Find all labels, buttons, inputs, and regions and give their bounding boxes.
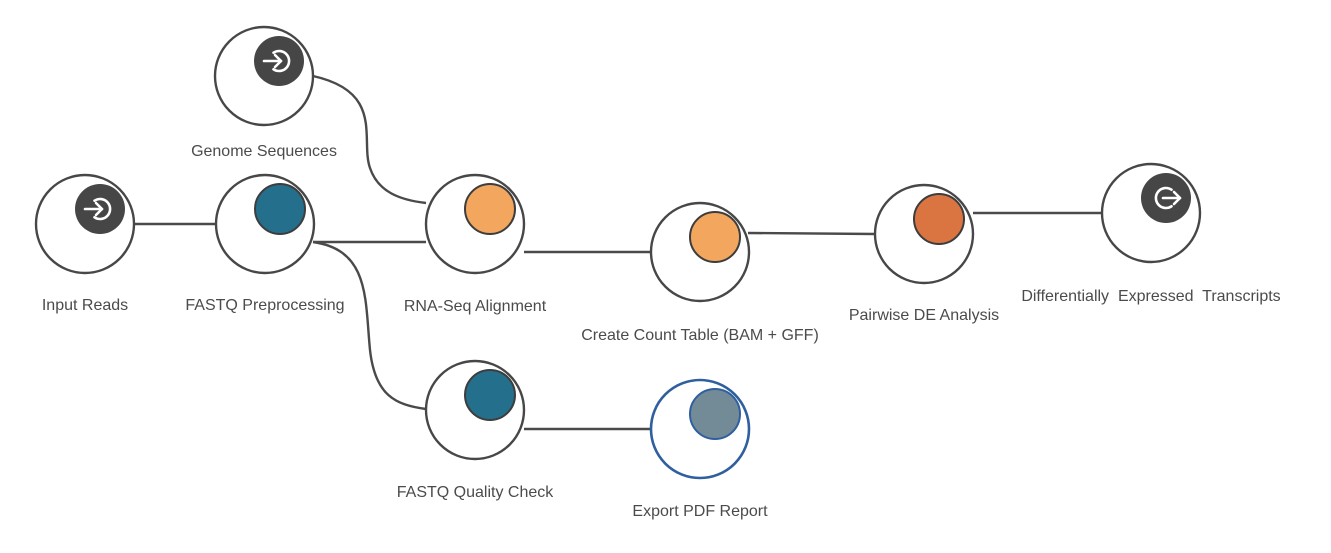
- node-rna-seq-alignment[interactable]: RNA-Seq Alignment: [404, 173, 547, 315]
- node-pairwise-de-analysis[interactable]: Pairwise DE Analysis: [849, 183, 999, 324]
- tool-status-dot: [464, 369, 516, 421]
- node-label: Differentially Expressed Transcripts: [1021, 288, 1280, 305]
- node-label: Export PDF Report: [632, 503, 768, 520]
- tool-status-dot: [689, 388, 741, 440]
- node-label: RNA-Seq Alignment: [404, 298, 547, 315]
- input-arrow-icon: [262, 49, 291, 73]
- tool-status-dot: [689, 211, 741, 263]
- node-export-pdf-report[interactable]: Export PDF Report: [632, 378, 768, 520]
- node-label: Create Count Table (BAM + GFF): [581, 327, 819, 344]
- node-label: FASTQ Quality Check: [397, 484, 554, 501]
- node-label: Pairwise DE Analysis: [849, 307, 999, 324]
- edge-genome-sequences-to-rna-seq-alignment[interactable]: [312, 74, 427, 205]
- node-fastq-quality-check[interactable]: FASTQ Quality Check: [397, 359, 554, 501]
- node-label: Input Reads: [42, 297, 128, 314]
- output-arrow-icon: [1154, 186, 1182, 210]
- node-differentially-expressed-transcripts[interactable]: Differentially Expressed Transcripts: [1021, 162, 1281, 305]
- tool-status-dot: [254, 183, 306, 235]
- tool-status-dot: [913, 193, 965, 245]
- node-fastq-preprocessing[interactable]: FASTQ Preprocessing: [185, 173, 345, 314]
- tool-status-dot: [464, 183, 516, 235]
- nodes-layer: Input Reads FASTQ Preprocessing Genome Seq…: [34, 25, 1281, 520]
- node-genome-sequences[interactable]: Genome Sequences: [191, 25, 337, 160]
- node-label: Genome Sequences: [191, 143, 337, 160]
- node-create-count-table[interactable]: Create Count Table (BAM + GFF): [581, 201, 819, 344]
- node-label: FASTQ Preprocessing: [185, 297, 344, 314]
- edge-create-count-table-to-pairwise-de-analysis[interactable]: [747, 231, 876, 236]
- edge-fastq-preprocessing-to-fastq-quality-check[interactable]: [312, 240, 427, 411]
- node-input-reads[interactable]: Input Reads: [34, 173, 136, 314]
- edges-layer: [134, 74, 1102, 431]
- input-arrow-icon: [83, 197, 112, 221]
